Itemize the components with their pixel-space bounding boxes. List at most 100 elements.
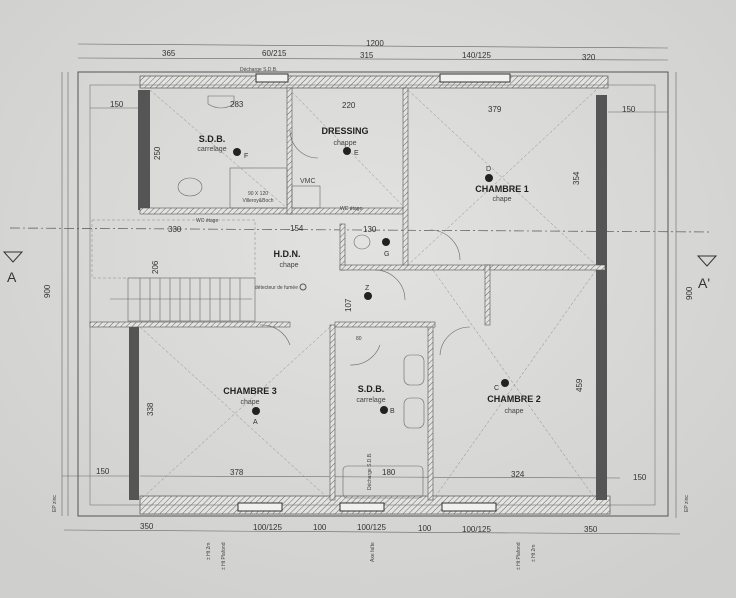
section-line (9, 227, 713, 233)
light-point-icon (252, 407, 260, 415)
vmc-unit (291, 185, 321, 209)
windows (237, 73, 511, 512)
shower-tray (229, 167, 288, 209)
dim-label: 150 (622, 105, 636, 114)
room-floor: chape (492, 196, 511, 203)
decharge-top-label: Décharge S.D.B. (240, 67, 278, 73)
point-label: G (384, 251, 389, 258)
section-label-right: A' (698, 275, 710, 291)
room-name: H.D.N. (274, 249, 301, 259)
dim-label: 206 (151, 260, 160, 274)
dim-label: 459 (575, 378, 584, 392)
dim-height-left: 900 (43, 284, 52, 298)
dim-top: 315 (360, 51, 374, 60)
point-label: E (354, 150, 359, 157)
toilet-wc (353, 234, 371, 250)
point-label: A (253, 419, 258, 426)
shower-size-label: 90 X 120 (248, 191, 268, 197)
insulation-wall-right (596, 95, 607, 500)
light-point-icon (382, 238, 390, 246)
dim-label: 354 (572, 171, 581, 185)
insulation-wall-top-left (138, 90, 150, 210)
door-width-label: 80 (356, 336, 362, 342)
dim-label: 154 (290, 224, 304, 233)
section-label-left: A (7, 269, 17, 285)
height-note: ± Ht 2m (206, 543, 212, 560)
room-sdb-bottom: S.D.B. carrelage B (356, 384, 395, 415)
inner-dimensions: 150 283 250 220 379 150 354 330 154 130 … (96, 100, 647, 482)
room-floor: chappe (334, 140, 357, 147)
room-floor: carrelage (356, 397, 385, 404)
dim-label: 324 (511, 470, 525, 479)
dim-label: 220 (342, 101, 356, 110)
room-name: CHAMBRE 3 (223, 386, 277, 396)
sink (207, 95, 235, 109)
point-label: D (486, 166, 491, 173)
sink-1 (403, 354, 425, 386)
room-name: DRESSING (321, 126, 368, 136)
point-label: C (494, 385, 499, 392)
height-note: ± Ht Plafond (516, 542, 522, 570)
room-wc: G (382, 238, 390, 258)
ep-zinc-left: EP zinc (52, 495, 58, 512)
light-point-icon (343, 147, 351, 155)
light-point-icon (233, 148, 241, 156)
light-point-icon (380, 406, 388, 414)
height-note: ± Ht 2m (531, 545, 537, 562)
ridge-axis-note: Axe faîte (370, 542, 376, 562)
smoke-detector-label: détecteur de fumée (255, 285, 298, 291)
shower-brand-label: Villeroy&Boch (242, 198, 273, 204)
dim-label: 180 (382, 468, 396, 477)
dim-top: 60/215 (262, 49, 287, 58)
annotations: Décharge S.D.B. 90 X 120 Villeroy&Boch V… (52, 67, 690, 570)
dim-label: 338 (146, 402, 155, 416)
smoke-detector-icon (299, 283, 307, 291)
dim-label: 250 (153, 146, 162, 160)
light-point-icon (485, 174, 493, 182)
dim-bottom: 350 (140, 522, 154, 531)
dim-height-right: 900 (685, 286, 694, 300)
wc-etage-label: WC étage (340, 206, 362, 212)
dim-label: 330 (168, 225, 182, 234)
room-name: CHAMBRE 2 (487, 394, 541, 404)
point-label: B (390, 408, 395, 415)
sink-2 (403, 397, 425, 429)
section-marker-right: A' (696, 255, 718, 291)
dim-bottom: 100/125 (462, 525, 491, 534)
dim-label: 283 (230, 100, 244, 109)
point-label: Z (365, 285, 370, 292)
insulation-wall-bottom-left (129, 325, 139, 500)
dim-bottom: 100/125 (357, 523, 386, 532)
height-note: ± Ht Plafond (221, 542, 227, 570)
toilet (177, 177, 203, 197)
wc-etage-label: WC étage (196, 218, 218, 224)
dim-overall-width: 1200 (366, 39, 384, 48)
interior-walls (89, 87, 606, 501)
dim-top: 320 (582, 53, 596, 62)
room-chambre-2: C CHAMBRE 2 chape (487, 379, 541, 415)
vmc-label: VMC (300, 178, 316, 185)
room-floor: chape (240, 399, 259, 406)
fixtures (91, 89, 597, 501)
dim-top: 140/125 (462, 51, 491, 60)
dim-label: 130 (363, 225, 377, 234)
dim-label: 150 (110, 100, 124, 109)
light-point-icon (501, 379, 509, 387)
dim-label: 107 (344, 298, 353, 312)
ep-zinc-right: EP zinc (684, 495, 690, 512)
room-name: CHAMBRE 1 (475, 184, 529, 194)
dim-label: 379 (488, 105, 502, 114)
point-label: F (244, 153, 248, 160)
room-name: S.D.B. (358, 384, 385, 394)
light-point-icon (364, 292, 372, 300)
room-floor: chape (279, 262, 298, 269)
dim-label: 150 (633, 473, 647, 482)
dim-label: 378 (230, 468, 244, 477)
room-floor: carrelage (197, 146, 226, 153)
dim-bottom: 100 (313, 523, 327, 532)
dim-bottom: 100/125 (253, 523, 282, 532)
staircase (110, 277, 256, 322)
dimension-lines (61, 43, 681, 535)
dim-label: 150 (96, 467, 110, 476)
